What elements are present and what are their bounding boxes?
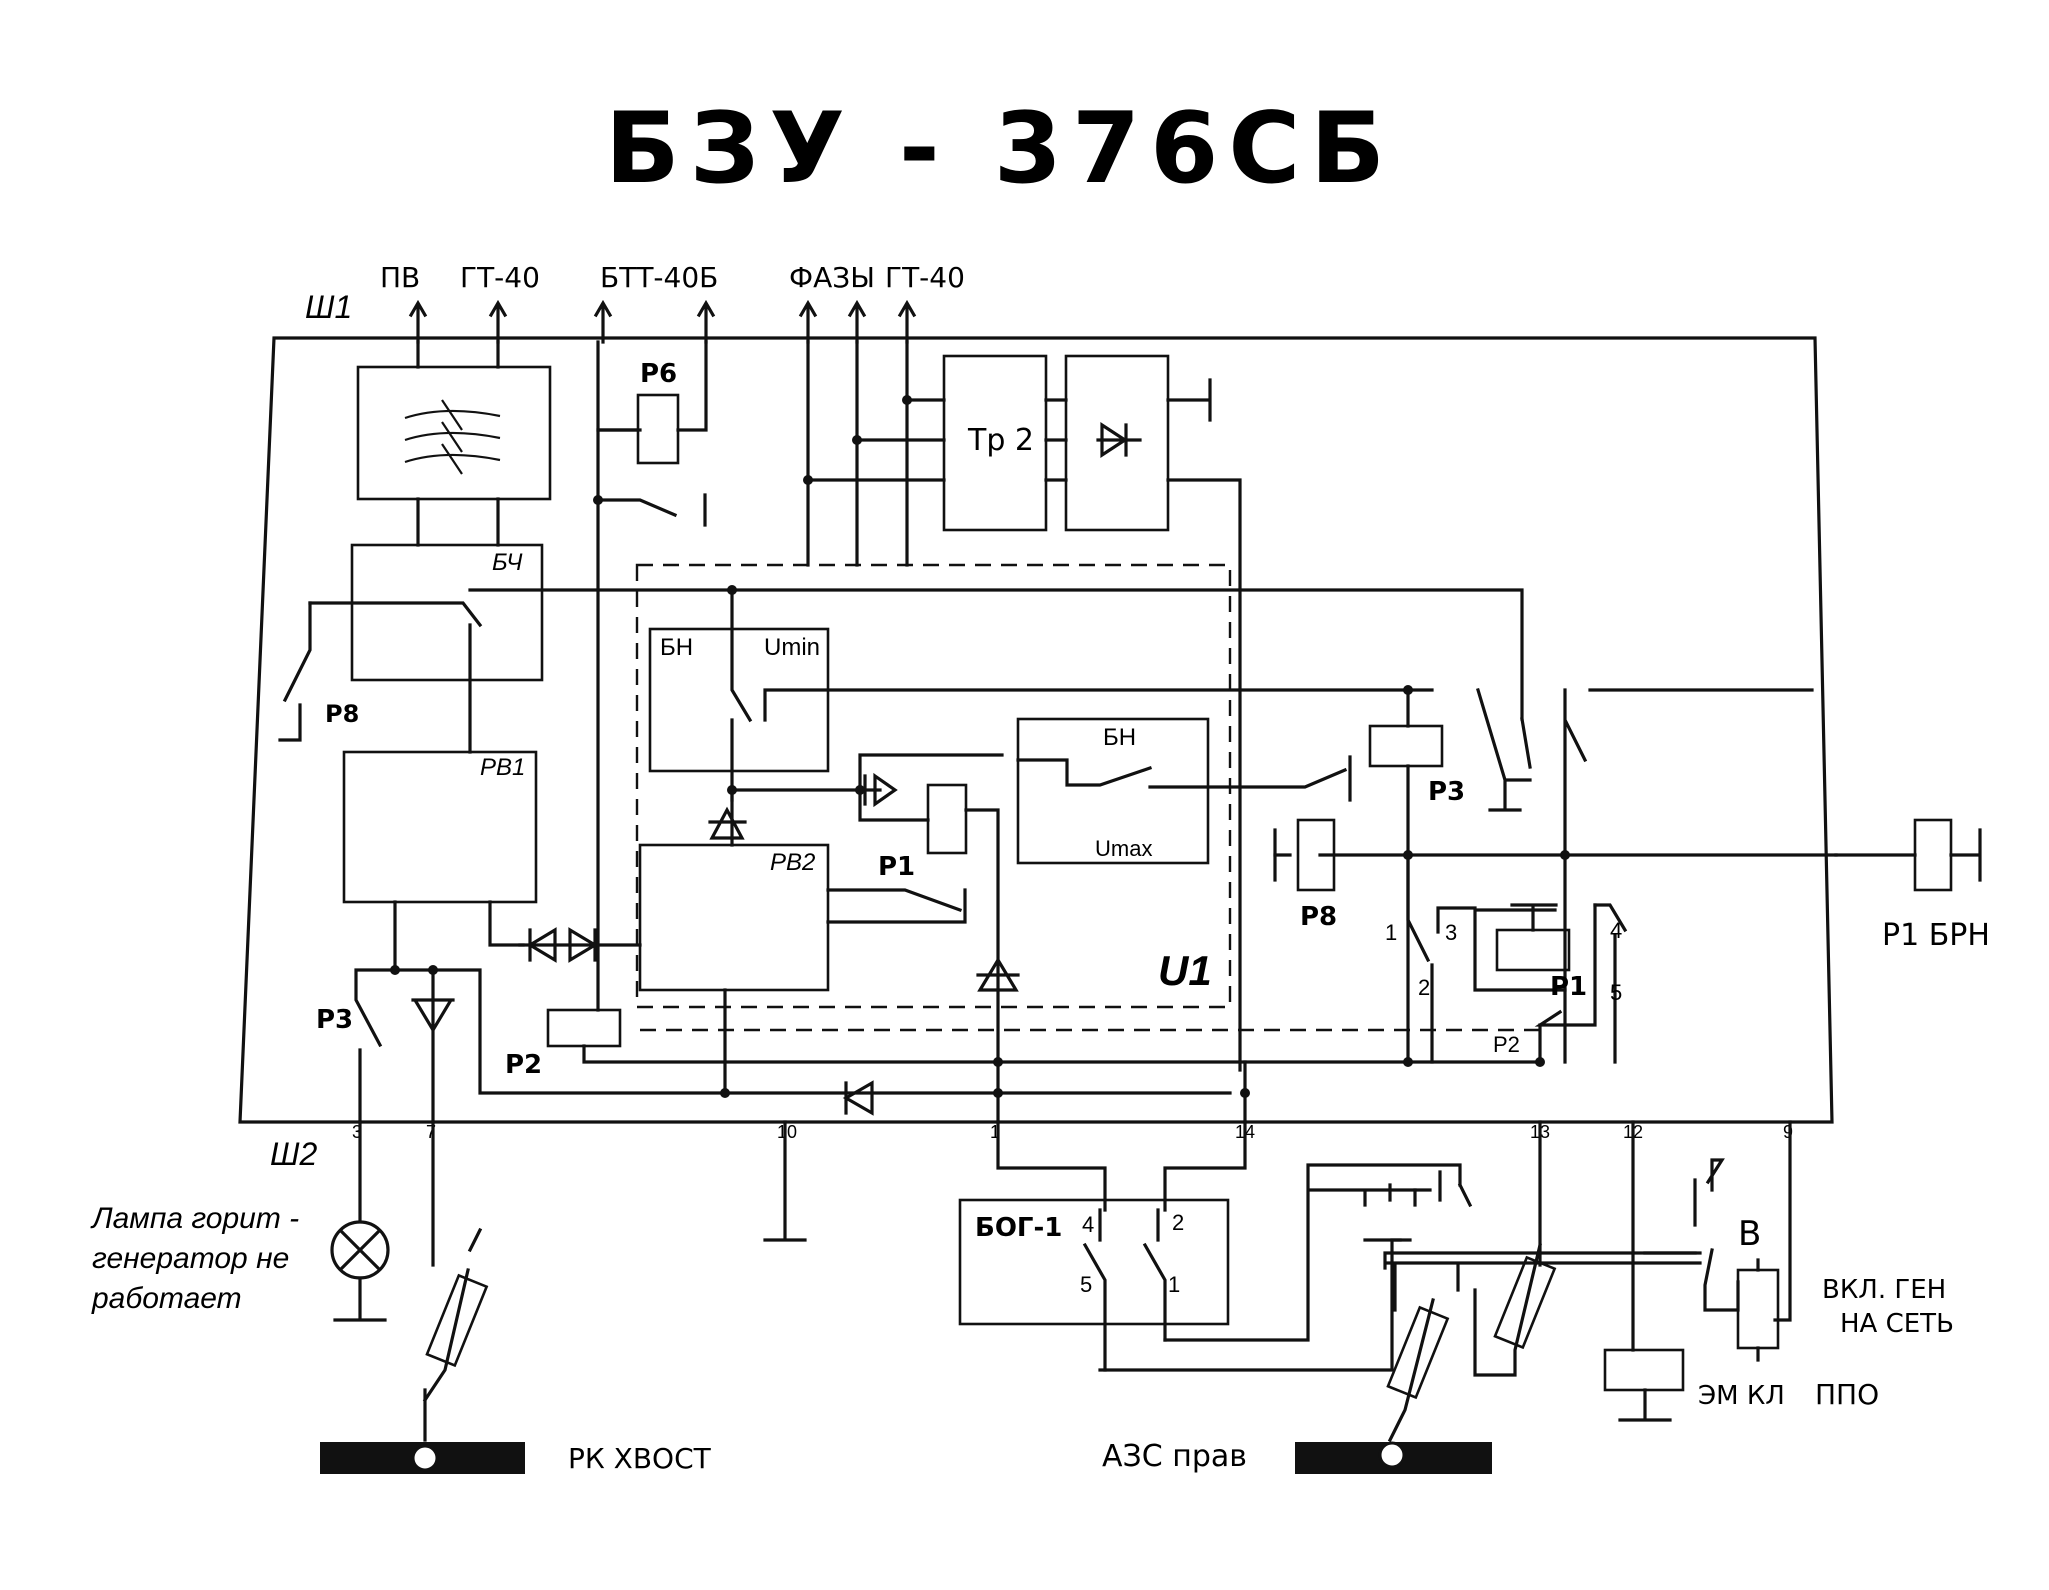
diode-vertical [976, 956, 1020, 992]
enclosure-frame [238, 336, 1834, 1124]
rv2-block [638, 843, 830, 992]
label-btt40b: БТТ-40Б [600, 261, 718, 294]
bog1-label: БОГ-1 [975, 1213, 1062, 1243]
contact-3: 3 [1445, 920, 1457, 945]
vkl-caption-2: НА СЕТЬ [1840, 1309, 1954, 1339]
label-pv: ПВ [380, 261, 420, 294]
contact-5: 5 [1610, 980, 1622, 1005]
bog-contact-4: 4 [1082, 1212, 1094, 1237]
bch-label: БЧ [492, 549, 523, 576]
relay-r8-right-coil [1296, 818, 1336, 892]
em-kl-ppo-coil [1603, 1348, 1685, 1392]
rv1-label: РВ1 [480, 754, 525, 781]
bn-umax-block [1016, 717, 1210, 865]
azs-caption: АЗС прав [1102, 1439, 1247, 1474]
relay-r6-coil [636, 393, 680, 465]
vkl-gen-coil [1736, 1268, 1780, 1350]
transformer-block [942, 354, 1048, 532]
bch-block [350, 543, 544, 682]
top-arrows [408, 299, 917, 344]
diagram-title: БЗУ - 376СБ [605, 92, 1395, 206]
lamp-caption-2: генератор не [92, 1242, 289, 1275]
relay-r3-right-label: Р3 [1428, 777, 1465, 807]
bn-umin-block [648, 627, 830, 773]
contact-4: 4 [1610, 918, 1622, 943]
relay-r8-left: Р8 [325, 700, 359, 728]
umax-label: Umax [1095, 836, 1152, 861]
contact-2: 2 [1418, 975, 1430, 1000]
rv2-label: РВ2 [770, 849, 815, 876]
label-gt40-right: ГТ-40 [885, 261, 965, 294]
relay-r1-right-label: Р1 [1550, 972, 1587, 1002]
diode-rv2-feed [708, 806, 747, 840]
lamp-caption-3: работает [91, 1282, 242, 1315]
label-gt40-left: ГТ-40 [460, 261, 540, 294]
transformer-label: Тр 2 [967, 423, 1034, 458]
diode-lamp-branch [411, 998, 455, 1034]
relay-r8-right-label: Р8 [1300, 902, 1337, 932]
relay-r1-mid-label: Р1 [878, 852, 915, 882]
lamp-caption-1: Лампа горит - [90, 1202, 299, 1235]
button-b-label: В [1738, 1214, 1761, 1254]
pin-1: 1 [990, 1122, 1000, 1142]
fuse-rk [422, 1268, 489, 1403]
fuse-azs-2 [1473, 1243, 1557, 1377]
pin-10: 10 [777, 1122, 797, 1142]
connector-sh1-label: Ш1 [305, 289, 352, 325]
relay-r2-right-label: Р2 [1493, 1032, 1520, 1057]
diode-bottom-bus [842, 1080, 874, 1116]
rv1-block [342, 750, 538, 904]
pin-3: 3 [352, 1122, 362, 1142]
rectifier-block [1064, 354, 1170, 532]
filter-block [356, 365, 552, 501]
rk-caption: РК ХВОСТ [568, 1442, 712, 1475]
em-caption-1: ЭМ КЛ [1698, 1381, 1785, 1411]
bog-contact-5: 5 [1080, 1272, 1092, 1297]
connector-sh2-label: Ш2 [270, 1136, 317, 1172]
bog1-block [958, 1198, 1230, 1326]
bog-contact-2: 2 [1172, 1210, 1184, 1235]
relay-r3-left-label: Р3 [316, 1005, 353, 1035]
u1-label: U1 [1158, 947, 1212, 994]
relay-r1-right-coil [1495, 928, 1571, 972]
relay-r1-brn-label: Р1 БРН [1882, 918, 1990, 953]
relay-r2-left-label: Р2 [505, 1050, 542, 1080]
diode-pair [518, 927, 642, 963]
fuse-azs-1 [1386, 1298, 1450, 1443]
bn-max-label: БН [1103, 724, 1136, 751]
filter-symbol [404, 399, 501, 475]
bog-contact-1: 1 [1168, 1272, 1180, 1297]
pin-7: 7 [426, 1122, 436, 1142]
relay-r6-label: Р6 [640, 359, 677, 389]
vkl-caption-1: ВКЛ. ГЕН [1822, 1275, 1946, 1305]
label-fazy: ФАЗЫ [789, 261, 875, 294]
rectifier-diode-symbol [1096, 422, 1142, 458]
umin-label: Umin [764, 634, 820, 661]
relay-r1-coil [926, 783, 968, 855]
bottom-connector-pins [390, 395, 1570, 1098]
bn-min-label: БН [660, 634, 693, 661]
lamp-icon [330, 1220, 390, 1280]
relay-r3-coil [1368, 724, 1444, 768]
relay-r2-left-coil [546, 1008, 622, 1048]
contact-1: 1 [1385, 920, 1397, 945]
relay-r1-mid [858, 772, 898, 808]
pin-9: 9 [1783, 1122, 1793, 1142]
relay-r1-brn-coil [1913, 818, 1953, 892]
em-caption-2: ППО [1815, 1378, 1879, 1411]
